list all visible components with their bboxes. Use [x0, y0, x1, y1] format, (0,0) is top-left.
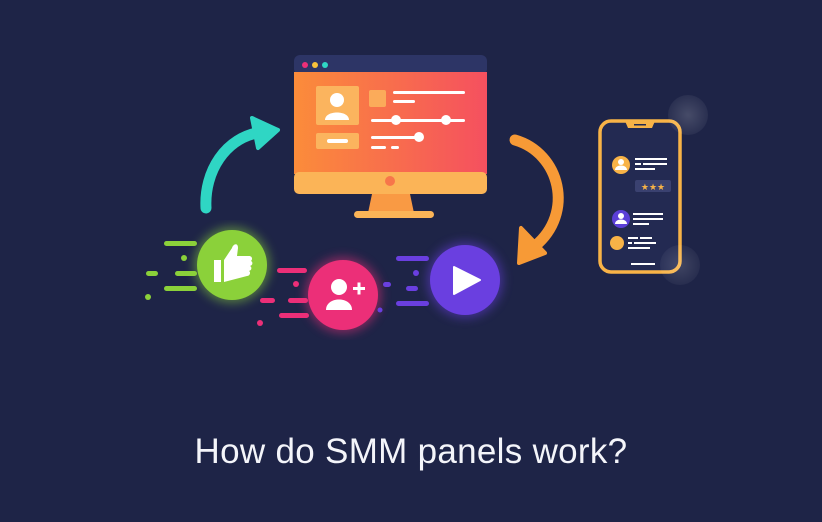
add-user-icon: [308, 260, 378, 330]
desktop-monitor-icon: [294, 55, 489, 220]
curved-arrow-right-icon: [190, 112, 285, 217]
rating-stars: ★★★: [641, 183, 665, 193]
social-actions: [140, 220, 520, 340]
glow: [660, 245, 700, 285]
smartphone-icon: ★★★: [597, 118, 687, 278]
glow: [668, 95, 708, 135]
curved-arrow-down-icon: [505, 128, 580, 273]
page-title: How do SMM panels work?: [194, 432, 628, 471]
